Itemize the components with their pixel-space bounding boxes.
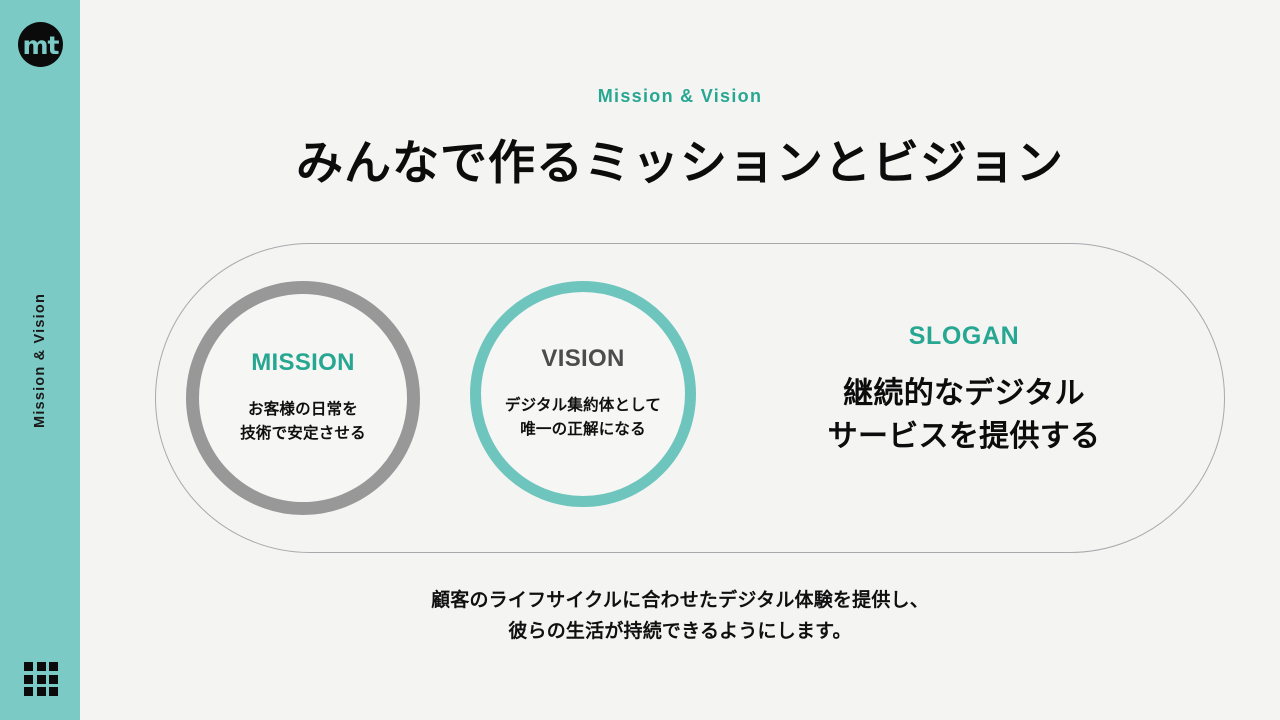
grid-cell	[36, 687, 46, 696]
grid-cell	[49, 662, 58, 671]
grid-3x3-icon[interactable]	[24, 662, 58, 696]
vision-heading: VISION	[541, 344, 625, 372]
sidebar-vertical-label: Mission & Vision	[0, 0, 80, 720]
vision-body-line-2: 唯一の正解になる	[520, 420, 646, 438]
grid-cell	[49, 674, 58, 684]
grid-cell	[24, 662, 33, 671]
slogan-heading: SLOGAN	[908, 322, 1020, 350]
vision-circle: VISION デジタル集約体として 唯一の正解になる	[470, 281, 696, 507]
grid-cell	[36, 662, 46, 671]
logo-text: mt	[22, 31, 59, 60]
eyebrow-label: Mission & Vision	[597, 86, 763, 106]
sidebar: mt Mission & Vision	[0, 0, 80, 720]
slogan-body-line-2: サービスを提供する	[827, 419, 1101, 453]
mt-logo-circle-icon[interactable]: mt	[18, 22, 63, 67]
mission-heading: MISSION	[251, 348, 355, 376]
caption-line-2: 彼らの生活が持続できるようにします。	[508, 620, 852, 642]
grid-cell	[36, 674, 46, 684]
mission-body-line-2: 技術で安定させる	[240, 424, 366, 442]
mission-body: お客様の日常を 技術で安定させる	[240, 398, 366, 445]
sidebar-vertical-label-text: Mission & Vision	[32, 292, 48, 428]
slogan-block: SLOGAN 継続的なデジタル サービスを提供する	[790, 324, 1138, 458]
caption-block: 顧客のライフサイクルに合わせたデジタル体験を提供し、 彼らの生活が持続できるよう…	[80, 586, 1280, 648]
vision-body-line-1: デジタル集約体として	[504, 396, 662, 414]
grid-cell	[49, 687, 58, 696]
caption-line-1: 顧客のライフサイクルに合わせたデジタル体験を提供し、	[431, 590, 929, 611]
slogan-body: 継続的なデジタル サービスを提供する	[790, 373, 1138, 458]
grid-cell	[24, 687, 33, 696]
mission-body-line-1: お客様の日常を	[248, 400, 358, 418]
pill-outline	[155, 243, 1225, 553]
slogan-body-line-1: 継続的なデジタル	[843, 377, 1085, 410]
mission-circle: MISSION お客様の日常を 技術で安定させる	[186, 281, 420, 515]
page-title: みんなで作るミッションとビジョン	[296, 136, 1064, 189]
grid-cell	[24, 674, 33, 684]
vision-body: デジタル集約体として 唯一の正解になる	[505, 394, 661, 441]
